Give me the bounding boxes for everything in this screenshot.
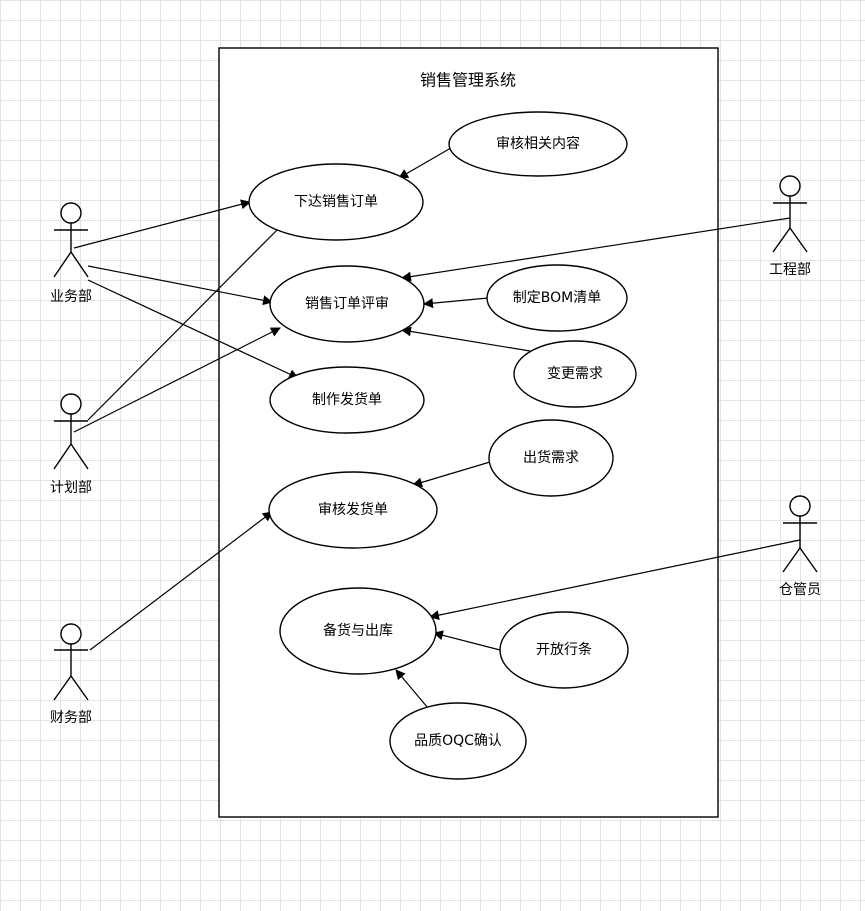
edge-change-to-order-review (401, 326, 531, 352)
edge-sales-to-issue-order (73, 199, 251, 249)
edge-review-content-to-issue-order (398, 144, 457, 179)
edge-finance-to-review-delivery (89, 511, 273, 651)
actor-engineering-dept[interactable]: 工程部 (769, 175, 811, 278)
edge-bom-to-order-review (423, 297, 489, 309)
use-case-change-requirement[interactable]: 变更需求 (513, 340, 637, 408)
use-case-label: 开放行条 (536, 641, 592, 658)
actor-finance-dept[interactable]: 财务部 (50, 623, 92, 726)
system-title: 销售管理系统 (420, 71, 516, 90)
use-case-stock-prep-outbound[interactable]: 备货与出库 (279, 587, 437, 675)
edge-sales-to-make-delivery (87, 279, 299, 379)
edge-planning-to-order-review (73, 327, 281, 433)
use-case-shipping-requirement[interactable]: 出货需求 (488, 419, 614, 497)
use-case-label: 变更需求 (547, 366, 603, 382)
use-case-label: 制定BOM清单 (513, 290, 601, 306)
edge-engineering-to-order-review (401, 217, 791, 282)
use-case-issue-sales-order[interactable]: 下达销售订单 (248, 163, 424, 241)
actor-warehouse-keeper[interactable]: 仓管员 (779, 495, 821, 598)
use-case-sales-order-review[interactable]: 销售订单评审 (269, 265, 425, 343)
use-case-make-delivery-note[interactable]: 制作发货单 (269, 366, 425, 434)
use-case-review-delivery-note[interactable]: 审核发货单 (268, 471, 438, 549)
actor-planning-dept[interactable]: 计划部 (50, 393, 92, 496)
edge-sales-to-order-review (87, 265, 273, 306)
association-edges (73, 144, 801, 709)
actor-label: 仓管员 (779, 582, 821, 598)
use-case-label: 下达销售订单 (294, 194, 378, 210)
actor-label: 业务部 (50, 289, 92, 305)
use-case-release-pass[interactable]: 开放行条 (499, 611, 629, 689)
actor-label: 财务部 (50, 710, 92, 726)
use-case-label: 审核相关内容 (496, 135, 580, 152)
edge-warehouse-to-stock-prep (429, 539, 801, 621)
actor-label: 工程部 (769, 262, 811, 278)
use-case-quality-oqc-confirm[interactable]: 品质OQC确认 (389, 702, 527, 780)
use-case-label: 审核发货单 (318, 501, 388, 518)
edge-oqc-to-stock-prep (395, 669, 429, 709)
actor-label: 计划部 (50, 480, 92, 496)
edge-planning-to-issue-order (87, 221, 286, 421)
use-case-label: 出货需求 (523, 449, 579, 466)
actor-sales-dept[interactable]: 业务部 (50, 202, 92, 305)
use-case-review-related-content[interactable]: 审核相关内容 (448, 111, 628, 177)
use-case-label: 销售订单评审 (305, 296, 389, 312)
edge-shipping-to-review-delivery (412, 461, 491, 488)
use-case-label: 品质OQC确认 (414, 733, 502, 749)
use-case-make-bom-list[interactable]: 制定BOM清单 (486, 264, 628, 332)
use-case-label: 备货与出库 (323, 622, 393, 639)
use-case-label: 制作发货单 (312, 391, 382, 408)
edge-release-pass-to-stock-prep (433, 630, 501, 651)
